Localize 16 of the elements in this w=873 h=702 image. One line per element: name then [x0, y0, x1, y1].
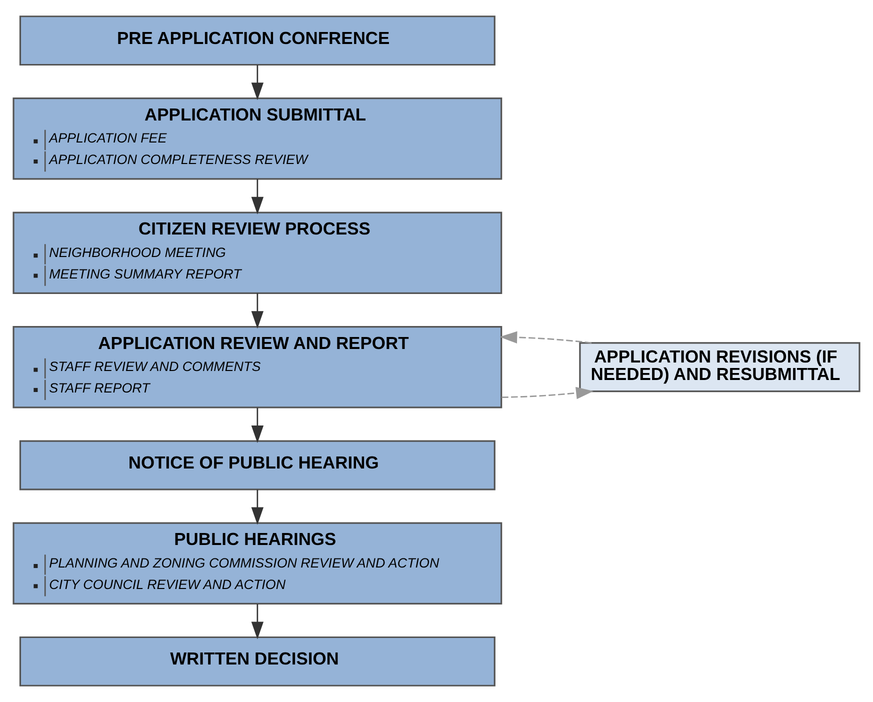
arrow — [251, 408, 264, 444]
node-box: NOTICE OF PUBLIC HEARING — [19, 440, 496, 490]
arrow — [251, 490, 264, 525]
arrow — [251, 604, 264, 640]
arrow — [251, 293, 264, 329]
arrow — [500, 331, 592, 344]
node-box: APPLICATION REVIEW AND REPORT STAFF REVIEW AND COMMENTS STAFF REPORT — [12, 326, 502, 408]
node-box: CITIZEN REVIEW PROCESS NEIGHBORHOOD MEETING MEETING SUMMARY REPORT — [12, 212, 502, 294]
arrow — [251, 65, 264, 100]
arrow — [251, 179, 264, 214]
node-box: PUBLIC HEARINGS PLANNING AND ZONING COMMISSION REVIEW AND ACTION CITY COUNCIL REVIEW AND ACTION — [12, 522, 502, 604]
arrow — [502, 386, 594, 400]
node-box: APPLICATION REVISIONS (IF NEEDED) AND RESUBMITTAL — [579, 342, 860, 392]
node-box: WRITTEN DECISION — [19, 636, 496, 686]
node-box: APPLICATION SUBMITTAL APPLICATION FEE APPLICATION COMPLETENESS REVIEW — [12, 98, 502, 180]
node-box: PRE APPLICATION CONFRENCE — [19, 16, 496, 66]
